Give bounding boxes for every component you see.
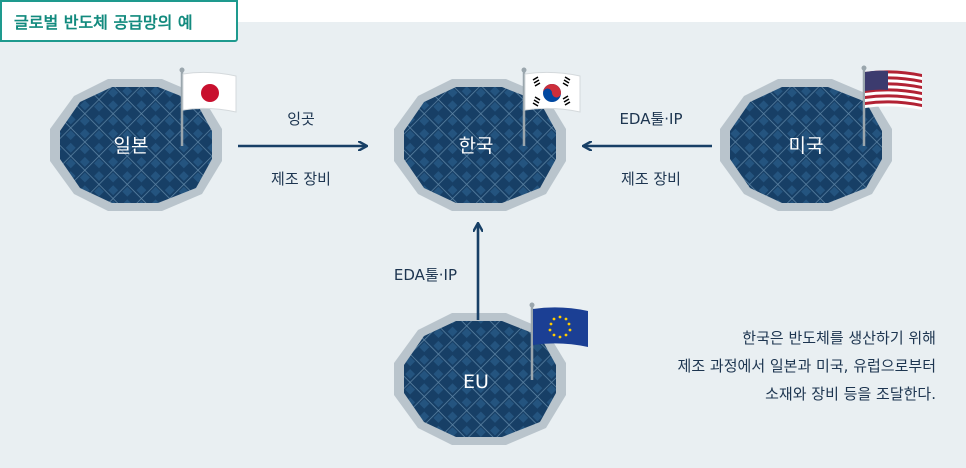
edge-label-japan-top: 잉곳 <box>287 110 315 128</box>
edge-label-usa-top: EDA툴·IP <box>619 110 682 128</box>
node-japan: 일본 <box>50 68 236 212</box>
node-label-korea: 한국 <box>459 135 494 157</box>
diagram-title: 글로벌 반도체 공급망의 예 <box>0 0 238 42</box>
caption-line: 한국은 반도체를 생산하기 위해 <box>556 324 936 352</box>
node-label-usa: 미국 <box>789 135 824 157</box>
caption: 한국은 반도체를 생산하기 위해 제조 과정에서 일본과 미국, 유럽으로부터 … <box>556 324 936 408</box>
edge-label-eu: EDA툴·IP <box>394 266 457 284</box>
caption-line: 제조 과정에서 일본과 미국, 유럽으로부터 <box>556 352 936 380</box>
edge-label-japan-bottom: 제조 장비 <box>271 170 331 188</box>
node-label-eu: EU <box>463 371 489 393</box>
edge-label-usa-bottom: 제조 장비 <box>621 170 681 188</box>
node-label-japan: 일본 <box>114 135 149 157</box>
caption-line: 소재와 장비 등을 조달한다. <box>556 380 936 408</box>
node-korea: 한국 <box>394 68 580 212</box>
node-usa: 미국 <box>720 66 922 212</box>
